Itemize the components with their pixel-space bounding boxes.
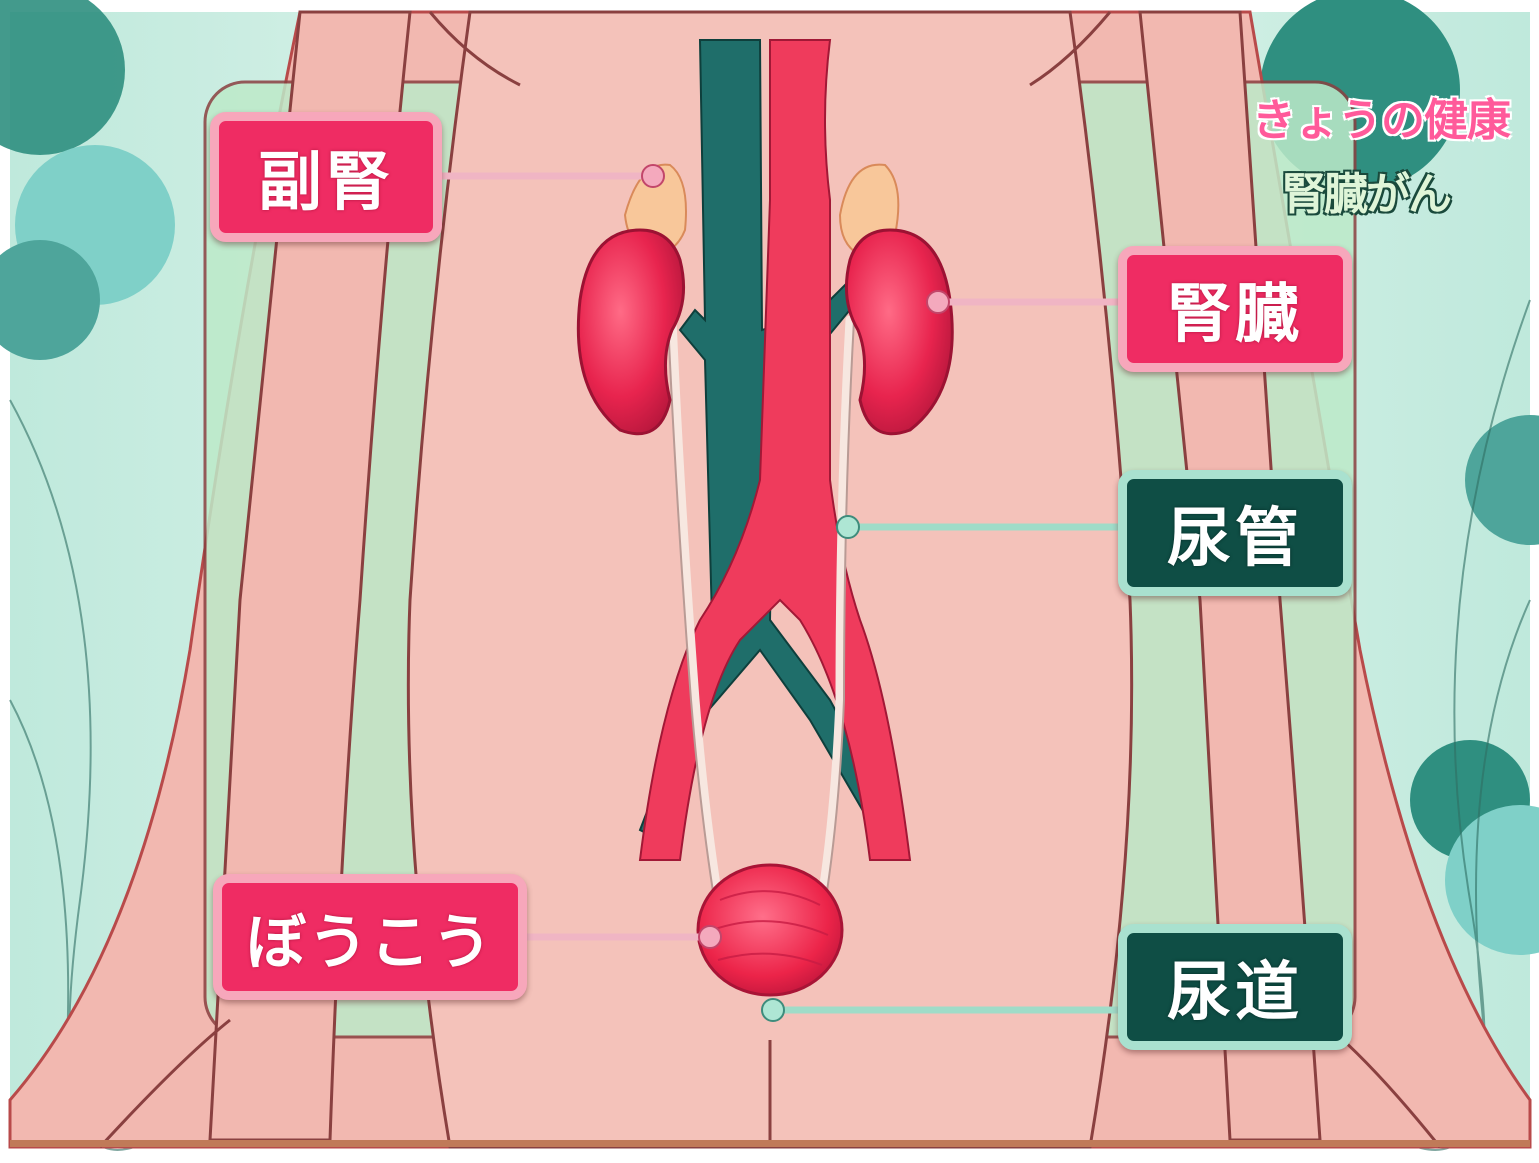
ureters — [667, 315, 855, 915]
label-kidney: 腎臓 — [1118, 246, 1352, 372]
left-kidney — [576, 228, 686, 436]
program-title: きょうの健康 — [1252, 95, 1511, 146]
right-shoulder-curve — [1029, 11, 1112, 87]
label-ureter: 尿管 — [1118, 470, 1352, 596]
bladder — [696, 863, 844, 997]
label-urethra: 尿道 — [1118, 924, 1352, 1050]
kidneys — [576, 228, 954, 436]
label-adrenal-gland: 副腎 — [210, 112, 442, 242]
green-leader-lines — [773, 523, 1118, 1014]
bladder-texture — [711, 890, 829, 966]
ureter-outline — [667, 319, 855, 911]
left-hip-curve — [98, 1018, 231, 1149]
left-shoulder-curve — [428, 11, 521, 87]
program-logo: きょうの健康 腎臓がん — [1248, 80, 1511, 230]
program-subtitle: 腎臓がん — [1282, 169, 1452, 220]
bottom-strip — [10, 1140, 1530, 1147]
decorative-circles — [0, 0, 1539, 955]
right-kidney — [844, 228, 954, 436]
leader-dots — [641, 164, 950, 1022]
pink-leader-lines — [424, 172, 1118, 941]
label-bladder: ぼうこう — [213, 874, 527, 1000]
